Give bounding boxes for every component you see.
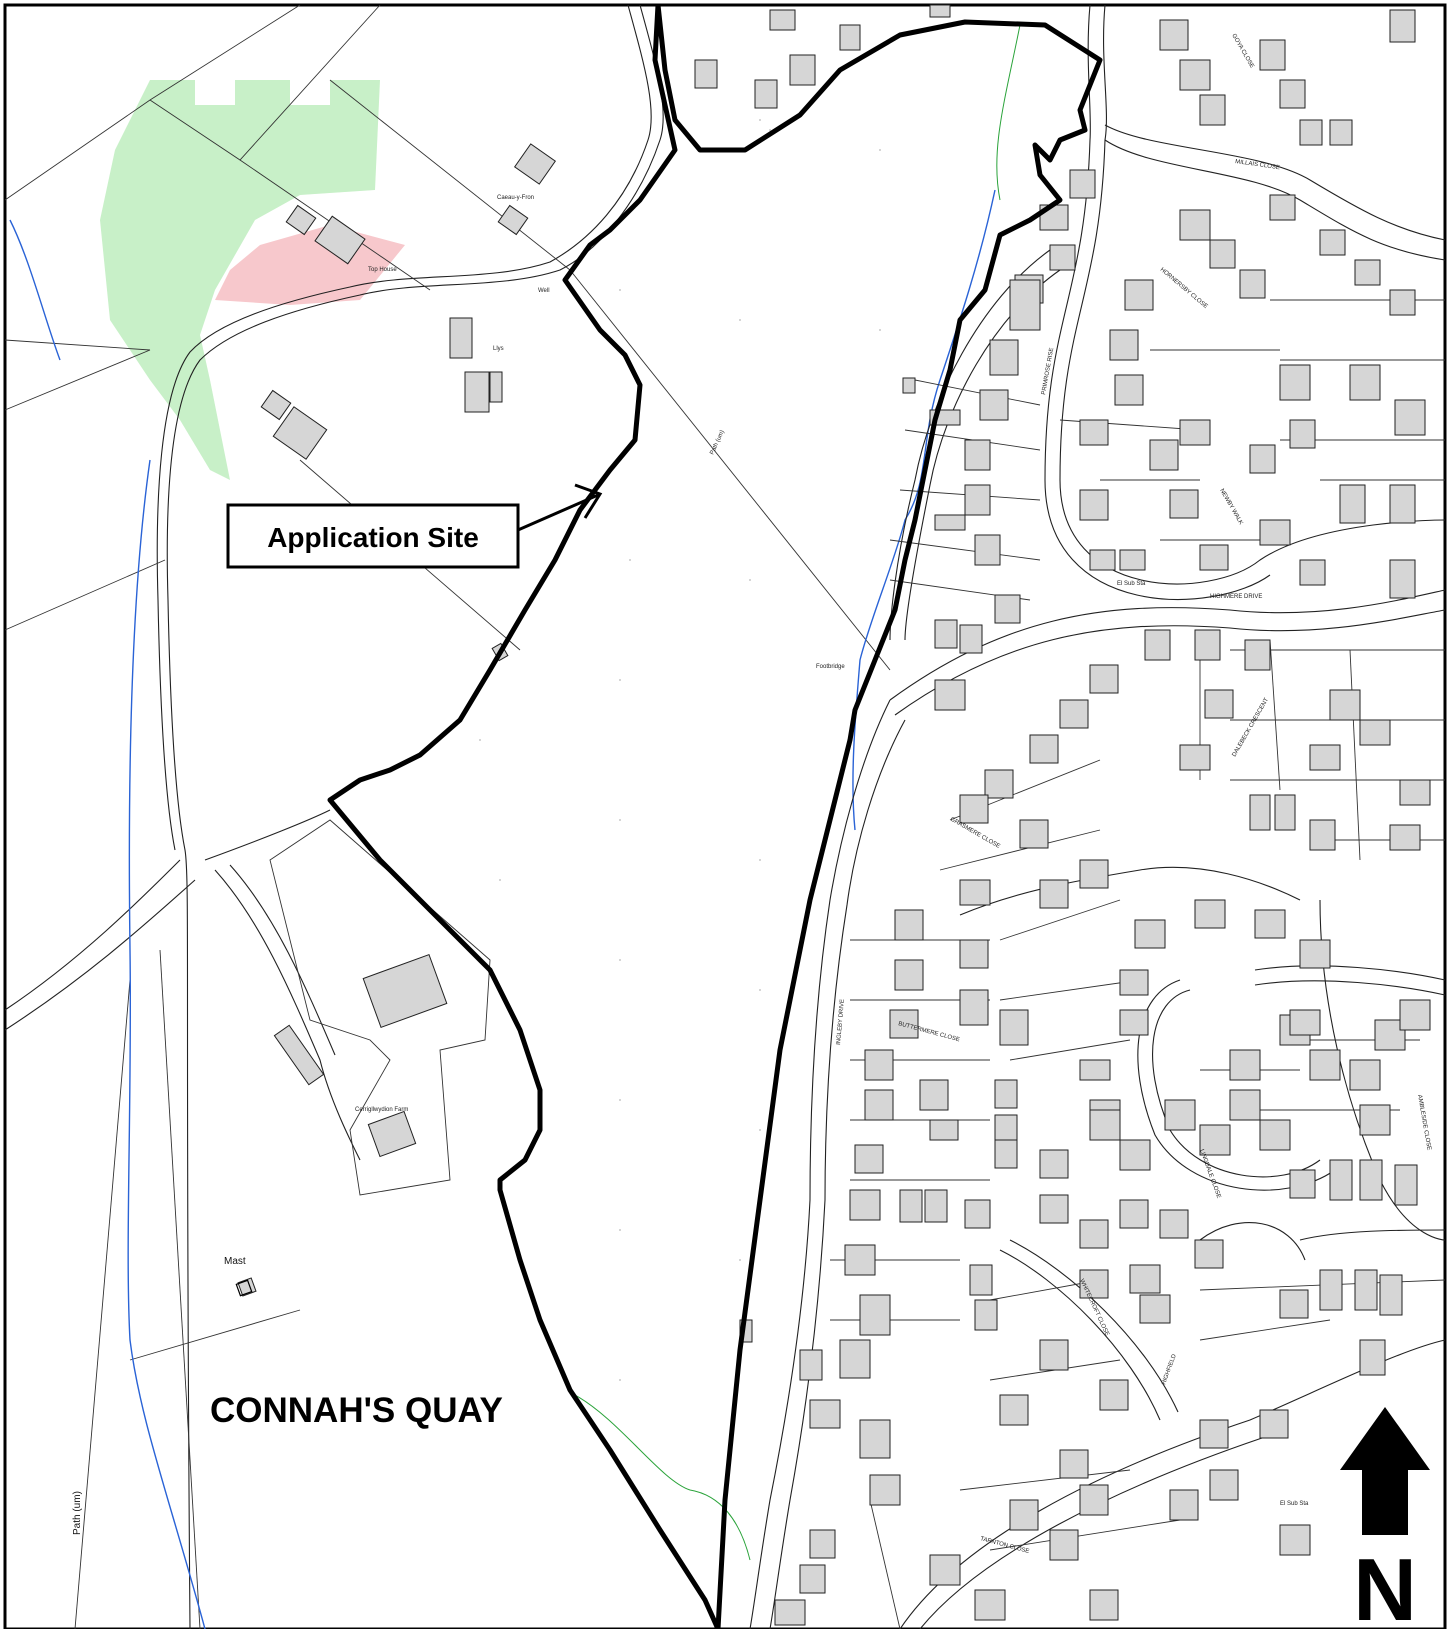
map-frame	[3, 3, 1447, 1629]
town-label: CONNAH'S QUAY	[210, 1391, 503, 1430]
callout-box	[226, 503, 520, 569]
label-el-sub-sta-2: El Sub Sta	[1280, 1501, 1309, 1507]
lane-junction-west-2	[4, 879, 196, 1031]
application-site-callout: Application Site	[226, 483, 603, 569]
site-stipple	[479, 119, 881, 1501]
north-arrow: N	[1340, 1407, 1430, 1629]
lane-junction-east	[204, 809, 331, 861]
label-top-house: Top House	[368, 267, 397, 273]
label-ingleby-drive: INGLEBY DRIVE	[836, 999, 846, 1045]
label-caeau-y-fron: Caeau-y-Fron	[497, 195, 534, 201]
label-goya-close: GOYA CLOSE	[1230, 33, 1254, 69]
mast-label: Mast	[224, 1256, 246, 1267]
lane-junction-west	[4, 859, 181, 1011]
main-lane-edge	[156, 4, 652, 851]
farm-track-2	[229, 864, 336, 1056]
stream-west	[9, 219, 61, 361]
label-llys: Llys	[493, 346, 504, 352]
label-footbridge: Footbridge	[816, 664, 845, 670]
label-el-sub-sta-1: El Sub Sta	[1117, 581, 1146, 587]
woodland-gap-2	[290, 80, 330, 105]
field-line	[329, 79, 571, 271]
north-arrow-icon	[1340, 1407, 1430, 1535]
callout-arrow	[517, 493, 599, 532]
farm-track	[214, 869, 361, 1161]
label-path-um: Path (um)	[709, 429, 726, 455]
label-dalebeck-crescent: DALEBECK CRESCENT	[1232, 697, 1271, 758]
estate-buildings	[694, 4, 1431, 1626]
woodland-area	[100, 80, 380, 480]
rural-buildings	[237, 143, 916, 1343]
main-lane	[166, 4, 664, 1629]
label-lingdale-close: LINGDALE CLOSE	[1198, 1149, 1221, 1200]
label-highmere-drive: HIGHMERE DRIVE	[1210, 594, 1262, 600]
field-line	[4, 559, 166, 631]
woodland-gap-1	[195, 80, 235, 105]
label-hornersby-close: HORNERSBY CLOSE	[1159, 267, 1209, 310]
field-line	[129, 1309, 301, 1361]
stream-central-west	[127, 459, 206, 1629]
path-line-diagonal	[569, 269, 891, 671]
field-line	[4, 339, 151, 351]
application-site-boundary	[327, 4, 1103, 1629]
path-label-vertical: Path (um)	[72, 1491, 83, 1535]
green-field-line	[996, 24, 1021, 201]
green-field-line-south	[574, 1394, 751, 1561]
mast-symbol	[235, 1279, 253, 1297]
label-newby-walk: NEWBY WALK	[1218, 488, 1243, 526]
field-line	[4, 349, 151, 411]
label-well: Well	[538, 288, 550, 294]
north-letter: N	[1353, 1540, 1417, 1629]
callout-arrowhead	[574, 483, 603, 519]
farm-yard	[269, 819, 491, 1196]
label-farm: Cerrigllwydion Farm	[355, 1107, 408, 1113]
field-line	[74, 979, 131, 1629]
callout-label: Application Site	[267, 522, 479, 553]
field-line	[159, 949, 201, 1629]
label-highfield: HIGHFIELD	[1161, 1353, 1178, 1386]
label-ambleside-close: AMBLESIDE CLOSE	[1416, 1094, 1432, 1151]
